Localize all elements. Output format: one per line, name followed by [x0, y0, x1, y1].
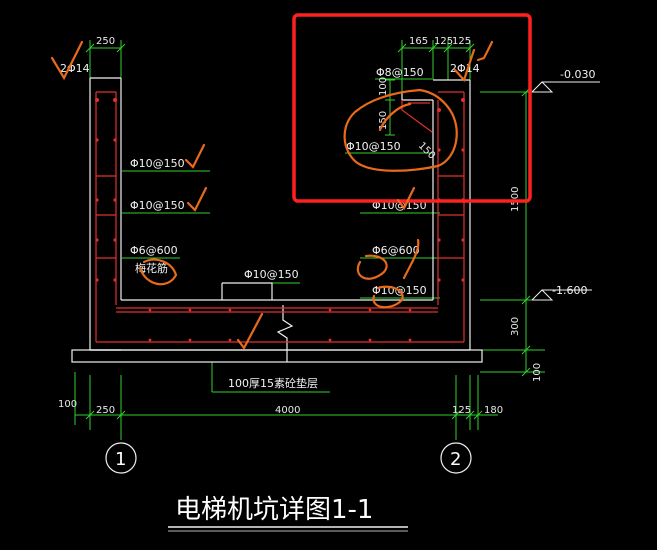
- elevation-marker-top: -0.030: [531, 68, 600, 93]
- annotation-circle-right-1: [356, 254, 388, 280]
- dim-vert-150: 150: [378, 111, 389, 130]
- check-mark-top-left: [50, 40, 84, 81]
- check-mark-top-right: [453, 48, 476, 83]
- label-cushion: 100厚15素砼垫层: [228, 376, 318, 390]
- dim-right-300: 300: [510, 317, 521, 336]
- annotation-circle-top: [343, 88, 458, 172]
- check-mark-bottom: [236, 312, 264, 351]
- dim-top-left: 250: [96, 36, 115, 47]
- label-bottom-slab-bar: Φ10@150: [244, 268, 299, 281]
- grid-axis-1-label: 1: [115, 449, 126, 470]
- grid-axis-1: 1: [105, 442, 137, 474]
- annotation-stroke-right: [402, 238, 420, 280]
- label-left-bar-note: 梅花筋: [135, 261, 168, 275]
- drawing-title: 电梯机坑详图1-1: [175, 495, 373, 525]
- label-top-stirrup: Φ8@150: [376, 66, 424, 79]
- check-mark-left-1: [184, 143, 206, 169]
- grid-axis-2: 2: [440, 442, 472, 474]
- highlight-box: [292, 13, 532, 203]
- elevation-bottom-text: -1.600: [552, 284, 587, 297]
- dim-right-100: 100: [532, 363, 543, 382]
- dimension-lines: [74, 40, 545, 440]
- label-left-bar-1: Φ10@150: [130, 157, 185, 170]
- check-mark-top-right-2: [476, 40, 494, 62]
- dim-bottom-180: 180: [484, 405, 503, 416]
- annotation-circle-left: [138, 258, 178, 286]
- dim-vert-100: 100: [378, 77, 389, 96]
- dim-bottom-125: 125: [452, 405, 471, 416]
- dim-top-right-2: 125: [434, 36, 453, 47]
- annotation-circle-right-2: [372, 285, 404, 309]
- concrete-outline: [71, 77, 483, 363]
- label-top-right-bars: 2Φ14: [450, 62, 480, 75]
- label-top-inner: Φ10@150: [346, 140, 401, 153]
- dim-bottom-left-100: 100: [58, 399, 77, 410]
- dim-top-right-3: 125: [452, 36, 471, 47]
- check-mark-left-2: [186, 186, 208, 212]
- dim-top-right-1: 165: [409, 36, 428, 47]
- label-top-left-bars: 2Φ14: [60, 62, 90, 75]
- elevation-marker-bottom: -1.600: [531, 284, 592, 301]
- rebar: [95, 91, 465, 343]
- hand-annotations: [50, 40, 494, 351]
- grid-axis-2-label: 2: [450, 449, 461, 470]
- label-left-bar-3: Φ6@600: [130, 244, 178, 257]
- check-mark-right-1: [396, 186, 416, 211]
- elevation-top-text: -0.030: [560, 68, 595, 81]
- rebar-dots: [95, 98, 465, 342]
- dim-bottom-250: 250: [96, 405, 115, 416]
- label-right-bar-2: Φ6@600: [372, 244, 420, 257]
- dim-hook-150: 150: [416, 140, 437, 161]
- annotation-stroke-top: [378, 102, 412, 132]
- dim-bottom-4000: 4000: [275, 405, 300, 416]
- label-left-bar-2: Φ10@150: [130, 199, 185, 212]
